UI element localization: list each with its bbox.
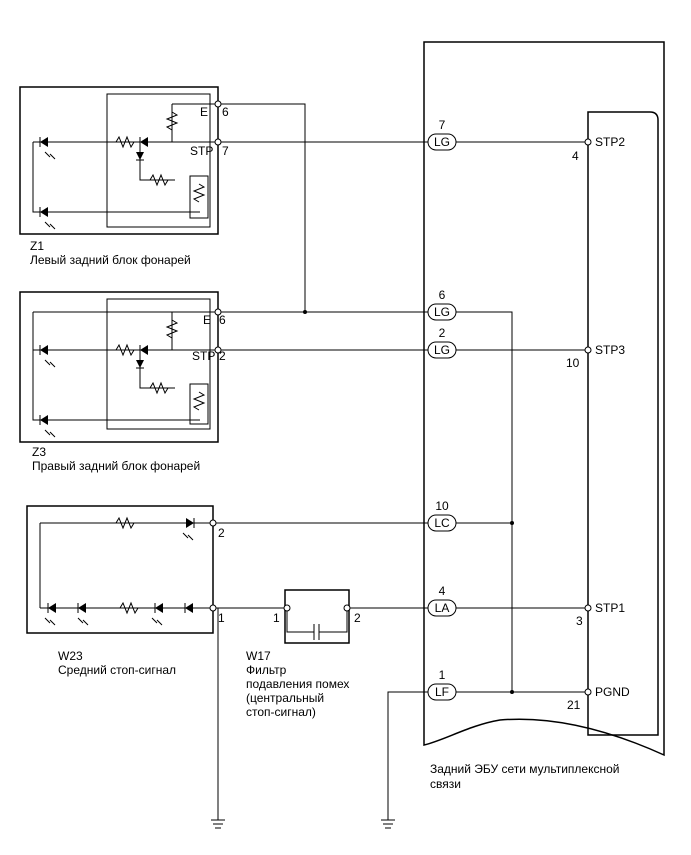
- connector-1: LF 1: [427, 668, 457, 701]
- ground-symbol-right: [381, 819, 395, 829]
- w17-pin-right: 2: [354, 611, 361, 625]
- z1-pin-stp-num: 7: [222, 144, 229, 158]
- w17-name-line1: Фильтр: [246, 663, 287, 677]
- ecu-pin-stp1-name: STP1: [595, 601, 625, 615]
- w17-pin-left: 1: [273, 611, 280, 625]
- z3-lamp-block: [19, 291, 222, 443]
- w17-name-line3: (центральный: [246, 691, 324, 705]
- connector-num: 1: [439, 668, 446, 682]
- connector-6: LG 6: [427, 288, 457, 321]
- ecu-outline: [423, 41, 665, 757]
- z3-pin-stp-label: STP: [192, 349, 215, 363]
- connector-4: LA 4: [427, 584, 457, 617]
- connector-num: 10: [435, 499, 449, 513]
- ecu-name-line2: связи: [430, 777, 461, 791]
- connector-num: 6: [439, 288, 446, 302]
- w23-pin-top: 2: [218, 526, 225, 540]
- z1-code: Z1: [30, 239, 44, 253]
- ecu-pin-pgnd-name: PGND: [595, 685, 630, 699]
- ecu-pin-stp2-name: STP2: [595, 135, 625, 149]
- z3-pin-e-num: 6: [219, 313, 226, 327]
- w17-name-line4: стоп-сигнал): [246, 705, 316, 719]
- connector-num: 4: [439, 584, 446, 598]
- w23-pin-bottom: 1: [218, 611, 225, 625]
- w23-code: W23: [58, 649, 83, 663]
- z1-name: Левый задний блок фонарей: [30, 253, 191, 267]
- w17-name-line2: подавления помех: [246, 677, 349, 691]
- w23-stop-lamp: [26, 505, 217, 634]
- ecu-pin-stp3-name: STP3: [595, 343, 625, 357]
- w17-code: W17: [246, 649, 271, 663]
- connector-code: LF: [435, 685, 449, 699]
- ecu-name-line1: Задний ЭБУ сети мультиплексной: [430, 762, 619, 776]
- z1-lamp-block: [19, 86, 222, 235]
- connector-num: 7: [439, 118, 446, 132]
- ecu-pin-stp3-num: 10: [566, 356, 580, 370]
- connector-10: LC 10: [427, 499, 457, 532]
- ecu-pin-stp2-num: 4: [572, 149, 579, 163]
- z3-code: Z3: [32, 445, 46, 459]
- w23-name: Средний стоп-сигнал: [58, 663, 176, 677]
- connector-7: LG 7: [427, 118, 457, 151]
- z3-pin-stp-num: 2: [219, 349, 226, 363]
- ecu-pin-terminals: [584, 138, 592, 696]
- w17-noise-filter: [283, 589, 351, 644]
- ecu-pin-pgnd-num: 21: [567, 698, 581, 712]
- connector-code: LA: [435, 601, 450, 615]
- connector-code: LG: [434, 135, 450, 149]
- z3-pin-e-label: E: [203, 313, 211, 327]
- connector-code: LG: [434, 343, 450, 357]
- ecu-pin-stp1-num: 3: [576, 614, 583, 628]
- z1-pin-e-label: E: [200, 105, 208, 119]
- connector-num: 2: [439, 326, 446, 340]
- z1-pin-e-num: 6: [222, 105, 229, 119]
- ground-symbol-left: [211, 819, 225, 829]
- connector-2: LG 2: [427, 326, 457, 359]
- connector-code: LG: [434, 305, 450, 319]
- wiring-lines: [216, 103, 585, 820]
- connector-code: LC: [434, 516, 450, 530]
- z1-pin-stp-label: STP: [190, 144, 213, 158]
- z3-name: Правый задний блок фонарей: [32, 459, 200, 473]
